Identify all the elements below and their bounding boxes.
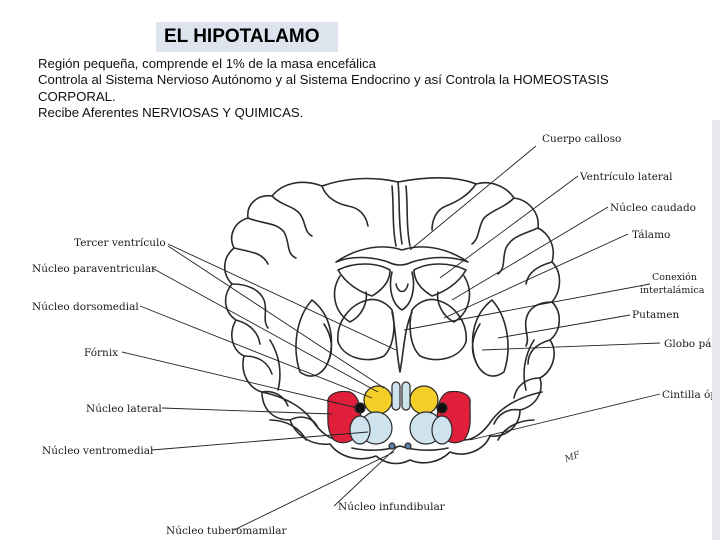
longitudinal-fissure xyxy=(397,181,403,245)
label-nucleo-ventromedial: Núcleo ventromedial xyxy=(42,445,154,457)
label-cuerpo-calloso: Cuerpo calloso xyxy=(542,133,621,145)
label-ventriculo-lateral: Ventrículo lateral xyxy=(579,171,673,183)
label-fornix: Fórnix xyxy=(84,347,118,359)
intro-line: CORPORAL. xyxy=(38,88,116,104)
septum xyxy=(389,271,415,311)
caudate-left xyxy=(333,275,368,323)
label-nucleo-infundibular: Núcleo infundibular xyxy=(338,501,446,513)
paraventricular-nucleus-right xyxy=(401,381,411,411)
label-cintilla-optica: Cintilla óptica xyxy=(662,389,720,401)
thalamus-right xyxy=(409,298,467,361)
label-nucleo-paraventricular: Núcleo paraventricular xyxy=(32,263,157,275)
label-nucleo-dorsomedial: Núcleo dorsomedial xyxy=(32,301,139,313)
label-talamo: Tálamo xyxy=(632,229,670,241)
label-globo-palido: Globo pálido xyxy=(664,338,720,350)
fornix-right xyxy=(436,402,448,414)
dorsomedial-nucleus-left xyxy=(363,385,393,415)
label-intertalamica: intertalámica xyxy=(640,285,705,296)
intro-line: Recibe Aferentes NERVIOSAS Y QUIMICAS. xyxy=(38,104,304,120)
intro-line: Controla al Sistema Nervioso Autónomo y … xyxy=(38,72,609,88)
label-conexion: Conexión xyxy=(652,272,697,283)
lateral-ventricle-left xyxy=(337,263,391,297)
infundibular-nucleus-right xyxy=(404,442,412,450)
putamen-left xyxy=(295,299,333,377)
label-nucleo-caudado: Núcleo caudado xyxy=(610,202,696,214)
putamen-right xyxy=(471,299,509,377)
page-edge-strip xyxy=(712,120,720,540)
label-putamen: Putamen xyxy=(632,309,679,321)
label-tercer-ventriculo: Tercer ventrículo xyxy=(74,237,166,249)
label-nucleo-lateral: Núcleo lateral xyxy=(86,403,162,415)
thalamus-left xyxy=(337,298,395,361)
lateral-ventricle-right xyxy=(413,263,467,297)
fornix-left xyxy=(354,402,366,414)
caudate-right xyxy=(436,275,471,323)
artist-signature: MF xyxy=(563,450,583,465)
dorsomedial-nucleus-right xyxy=(409,385,439,415)
intro-text: Región pequeña, comprende el 1% de la ma… xyxy=(38,56,698,121)
third-ventricle xyxy=(391,311,413,373)
page-title: EL HIPOTALAMO xyxy=(156,22,338,52)
paraventricular-nucleus-left xyxy=(391,381,401,411)
intro-line: Región pequeña, comprende el 1% de la ma… xyxy=(38,56,376,71)
label-nucleo-tuberomamilar: Núcleo tuberomamilar xyxy=(166,525,287,537)
infundibular-nucleus-left xyxy=(388,442,396,450)
brain-outline xyxy=(223,176,561,465)
corpus-callosum xyxy=(335,246,469,266)
